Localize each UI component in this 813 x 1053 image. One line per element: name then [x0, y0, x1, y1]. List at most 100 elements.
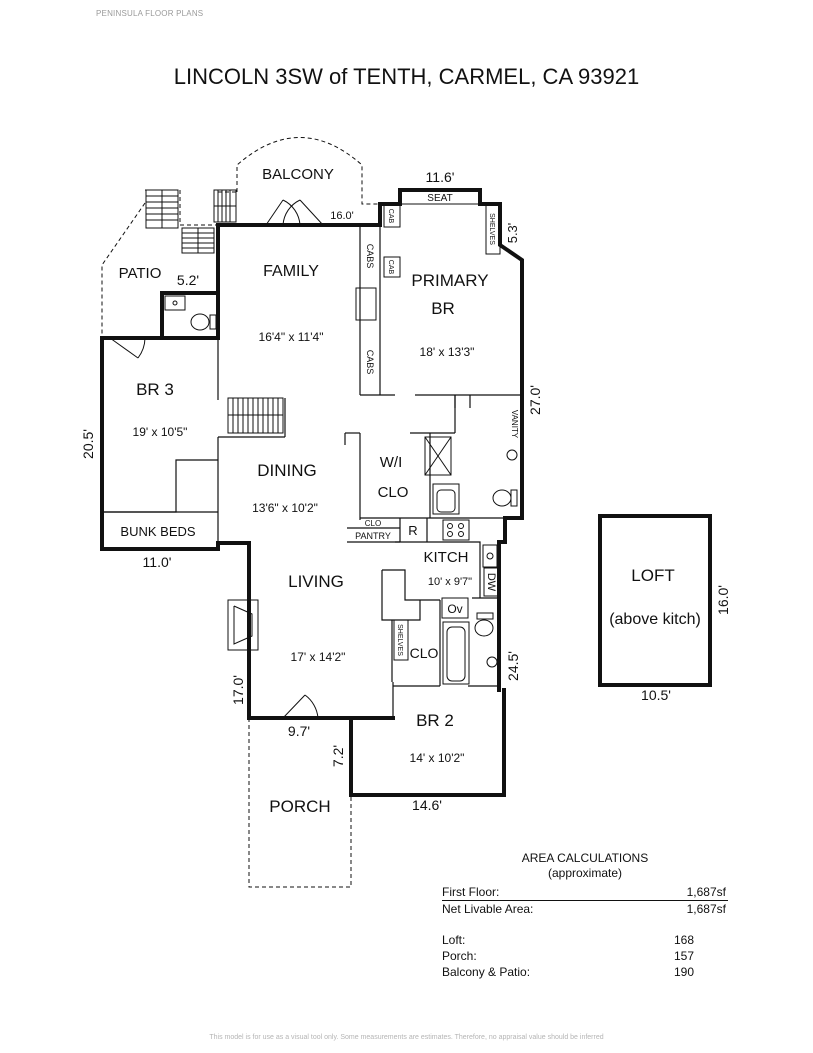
area-row-porch: Porch: 157 — [442, 948, 728, 964]
clo-small-label: CLO — [365, 519, 381, 528]
family-name: FAMILY — [263, 263, 319, 280]
area-label: Balcony & Patio: — [442, 965, 531, 979]
fridge-label: R — [408, 523, 417, 538]
page-title: LINCOLN 3SW of TENTH, CARMEL, CA 93921 — [173, 64, 640, 89]
area-label: First Floor: — [442, 885, 500, 899]
area-row-first-floor: First Floor: 1,687sf — [442, 884, 728, 901]
toilet-br2 — [474, 619, 494, 637]
interior-walls — [102, 225, 522, 686]
dw-box — [483, 567, 499, 597]
living-name: LIVING — [288, 572, 344, 591]
area-row-loft: Loft: 168 — [442, 932, 728, 948]
dim-20-5: 20.5' — [80, 429, 96, 459]
dim-24-5: 24.5' — [505, 651, 521, 681]
shelves-box — [485, 203, 501, 255]
primary-name-2: BR — [431, 299, 455, 318]
porch-door — [282, 694, 319, 719]
dim-5-3: 5.3' — [505, 223, 520, 244]
porch-label: PORCH — [269, 797, 330, 816]
family-fireplace — [355, 287, 377, 321]
cabs-label-bottom: CABS — [365, 350, 375, 375]
dim-10-5: 10.5' — [641, 687, 671, 703]
stairs — [145, 189, 284, 434]
br2-tub — [442, 621, 470, 685]
dim-17-0: 17.0' — [230, 675, 246, 705]
clo2-shelves-box — [393, 619, 409, 661]
br3-size: 19' x 10'5" — [133, 425, 188, 439]
range — [442, 519, 470, 541]
shelves-label-clo2: SHELVES — [396, 624, 403, 656]
dim-14-6: 14.6' — [412, 797, 442, 813]
patio-steps — [145, 189, 237, 254]
clo2-label: CLO — [410, 645, 439, 661]
area-label: Net Livable Area: — [442, 902, 534, 916]
cab-label-2: CAB — [387, 260, 394, 275]
wall-kitchen — [395, 541, 481, 598]
dim-7-2: 7.2' — [330, 745, 346, 767]
living-size: 17' x 14'2" — [291, 650, 346, 664]
dining-size: 13'6" x 10'2" — [252, 501, 318, 515]
area-row-balcony-patio: Balcony & Patio: 190 — [442, 964, 728, 980]
bunk-label: BUNK BEDS — [120, 524, 195, 539]
area-subheading: (approximate) — [547, 866, 623, 880]
dim-5-2: 5.2' — [177, 272, 199, 288]
dim-16-0-loft: 16.0' — [715, 585, 731, 615]
loft-box — [598, 514, 712, 687]
cabs-label-top: CABS — [365, 244, 375, 269]
bath-sink — [164, 295, 186, 311]
area-row-net-livable: Net Livable Area: 1,687sf — [442, 901, 728, 917]
wic-name-2: CLO — [378, 484, 409, 501]
porch-outline — [248, 718, 352, 888]
balcony-outline — [236, 137, 380, 205]
br3-name: BR 3 — [136, 380, 174, 399]
area-heading: AREA CALCULATIONS — [521, 851, 649, 865]
dimensions: 11.6' 16.0' 5.3' 5.2' 27.0' 20.5' 11.0' … — [80, 169, 731, 813]
area-value: 168 — [673, 933, 695, 947]
patio-label: PATIO — [119, 265, 162, 282]
dining-name: DINING — [257, 461, 317, 480]
wall-west — [100, 223, 395, 720]
kitchen-name: KITCH — [424, 549, 469, 566]
br2-name: BR 2 — [416, 711, 454, 730]
area-label: Porch: — [442, 949, 477, 963]
living-fireplace — [227, 599, 259, 651]
oven-label: Ov — [447, 602, 462, 616]
dim-16-0-balcony: 16.0' — [330, 210, 354, 222]
seat-box — [399, 189, 481, 205]
area-value: 190 — [673, 965, 695, 979]
area-calculations: AREA CALCULATIONS (approximate) First Fl… — [442, 851, 728, 980]
br2-sink — [486, 656, 498, 668]
balcony-door-right — [282, 199, 324, 226]
disclaimer: This model is for use as a visual tool o… — [209, 1034, 604, 1041]
dim-9-7: 9.7' — [288, 723, 310, 739]
family-size: 16'4" x 11'4" — [259, 330, 324, 344]
primary-size: 18' x 13'3" — [420, 345, 475, 359]
shelves-label-primary: SHELVES — [488, 213, 495, 245]
vanity-sink — [506, 449, 518, 461]
seat-label: SEAT — [427, 193, 452, 204]
wic-name-1: W/I — [380, 454, 403, 471]
wall-patio-bath — [160, 291, 220, 340]
br3-door — [109, 337, 146, 359]
area-value: 1,687sf — [686, 902, 726, 916]
loft-note: (above kitch) — [609, 611, 701, 628]
cab-label-1: CAB — [387, 209, 394, 224]
balcony-label: BALCONY — [262, 166, 334, 183]
toilet-primary — [492, 489, 512, 507]
area-value: 157 — [673, 949, 695, 963]
br2-size: 14' x 10'2" — [410, 751, 465, 765]
oven — [441, 597, 469, 619]
pantry-label: PANTRY — [355, 531, 391, 541]
area-label: Loft: — [442, 933, 466, 947]
primary-shower — [424, 436, 452, 476]
brand-label: PENINSULA FLOOR PLANS — [96, 9, 204, 18]
dw-label: DW — [485, 573, 497, 592]
dim-27-0: 27.0' — [527, 385, 543, 415]
cab-box-2 — [383, 256, 401, 278]
toilet-br3 — [190, 313, 210, 331]
wall-kitchen-counter — [382, 569, 440, 601]
dim-11-0: 11.0' — [143, 554, 172, 570]
cab-box — [383, 203, 401, 228]
wall-kitchen-island — [381, 570, 421, 621]
